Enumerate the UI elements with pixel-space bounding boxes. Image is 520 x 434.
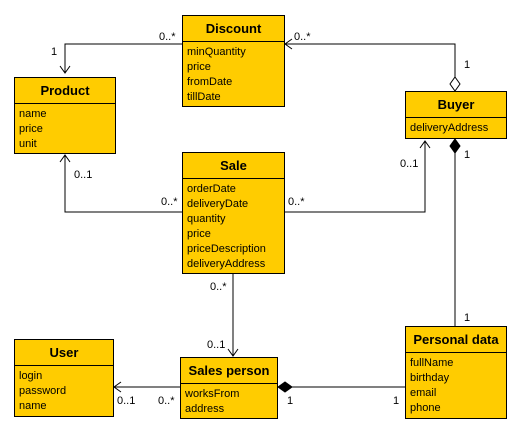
sale-buyer-line xyxy=(285,141,426,213)
mult-sale-buyer-at-buyer: 0..1 xyxy=(400,158,418,170)
attribute: deliveryDate xyxy=(187,198,249,210)
mult-discount-product-at-product: 1 xyxy=(51,46,57,58)
sale-product-line xyxy=(64,155,182,213)
class-buyer-attributes: deliveryAddress xyxy=(406,118,506,136)
buyer-discount-line xyxy=(285,43,456,78)
sale-salesperson-arrowhead xyxy=(227,348,239,357)
class-discount-name: Discount xyxy=(183,16,284,42)
attribute: deliveryAddress xyxy=(410,122,489,134)
salesperson-user-arrowhead xyxy=(113,381,122,393)
attribute: email xyxy=(410,387,437,399)
discount-product-line xyxy=(64,43,182,73)
class-user[interactable]: User login password name xyxy=(14,339,114,417)
sale-product-arrowhead xyxy=(59,154,71,163)
attribute: name xyxy=(19,108,47,120)
attribute: unit xyxy=(19,138,37,150)
class-user-attributes: login password name xyxy=(15,366,113,414)
class-product-attributes: name price unit xyxy=(15,104,115,152)
class-sales-person-name: Sales person xyxy=(181,358,277,384)
class-sale-name: Sale xyxy=(183,153,284,179)
attribute: name xyxy=(19,400,47,412)
class-product[interactable]: Product name price unit xyxy=(14,77,116,154)
attribute: quantity xyxy=(187,213,226,225)
class-discount-attributes: minQuantity price fromDate tillDate xyxy=(183,42,284,105)
attribute: fromDate xyxy=(187,76,233,88)
class-personal-data-name: Personal data xyxy=(406,327,506,353)
mult-sale-buyer-at-sale: 0..* xyxy=(288,196,305,208)
attribute: minQuantity xyxy=(187,46,246,58)
class-sales-person[interactable]: Sales person worksFrom address xyxy=(180,357,278,419)
attribute: deliveryAddress xyxy=(187,258,266,270)
attribute: worksFrom xyxy=(185,388,240,400)
attribute: birthday xyxy=(410,372,450,384)
class-sale-attributes: orderDate deliveryDate quantity price pr… xyxy=(183,179,284,272)
class-discount[interactable]: Discount minQuantity price fromDate till… xyxy=(182,15,285,107)
attribute: phone xyxy=(410,402,441,414)
mult-sale-salesperson-at-sale: 0..* xyxy=(210,281,227,293)
class-buyer-name: Buyer xyxy=(406,92,506,118)
mult-salesperson-personal-at-personal: 1 xyxy=(393,395,399,407)
attribute: priceDescription xyxy=(187,243,266,255)
attribute: price xyxy=(19,123,43,135)
salesperson-composition-diamond xyxy=(277,381,293,393)
buyer-aggregation-diamond xyxy=(449,76,461,92)
sale-buyer-arrowhead xyxy=(419,140,431,149)
discount-product-arrowhead xyxy=(59,65,71,74)
mult-buyer-personal-at-personal: 1 xyxy=(464,312,470,324)
class-sale[interactable]: Sale orderDate deliveryDate quantity pri… xyxy=(182,152,285,274)
class-user-name: User xyxy=(15,340,113,366)
mult-salesperson-user-at-user: 0..1 xyxy=(117,395,135,407)
attribute: tillDate xyxy=(187,91,221,103)
mult-buyer-discount-at-buyer: 1 xyxy=(464,59,470,71)
attribute: password xyxy=(19,385,67,397)
class-buyer[interactable]: Buyer deliveryAddress xyxy=(405,91,507,139)
mult-sale-product-at-product: 0..1 xyxy=(74,169,92,181)
attribute: orderDate xyxy=(187,183,236,195)
buyer-composition-diamond xyxy=(449,138,461,154)
attribute: login xyxy=(19,370,43,382)
attribute: fullName xyxy=(410,357,454,369)
buyer-discount-arrowhead xyxy=(284,38,293,50)
mult-sale-product-at-sale: 0..* xyxy=(161,196,178,208)
mult-discount-product-at-discount: 0..* xyxy=(159,31,176,43)
class-sales-person-attributes: worksFrom address xyxy=(181,384,277,417)
attribute: price xyxy=(187,228,211,240)
attribute: address xyxy=(185,403,225,415)
mult-salesperson-personal-at-salesperson: 1 xyxy=(287,395,293,407)
mult-sale-salesperson-at-salesperson: 0..1 xyxy=(207,339,225,351)
class-product-name: Product xyxy=(15,78,115,104)
class-personal-data-attributes: fullName birthday email phone xyxy=(406,353,506,416)
attribute: price xyxy=(187,61,211,73)
mult-buyer-discount-at-discount: 0..* xyxy=(294,31,311,43)
mult-salesperson-user-at-salesperson: 0..* xyxy=(158,395,175,407)
class-personal-data[interactable]: Personal data fullName birthday email ph… xyxy=(405,326,507,419)
mult-buyer-personal-at-buyer: 1 xyxy=(464,149,470,161)
